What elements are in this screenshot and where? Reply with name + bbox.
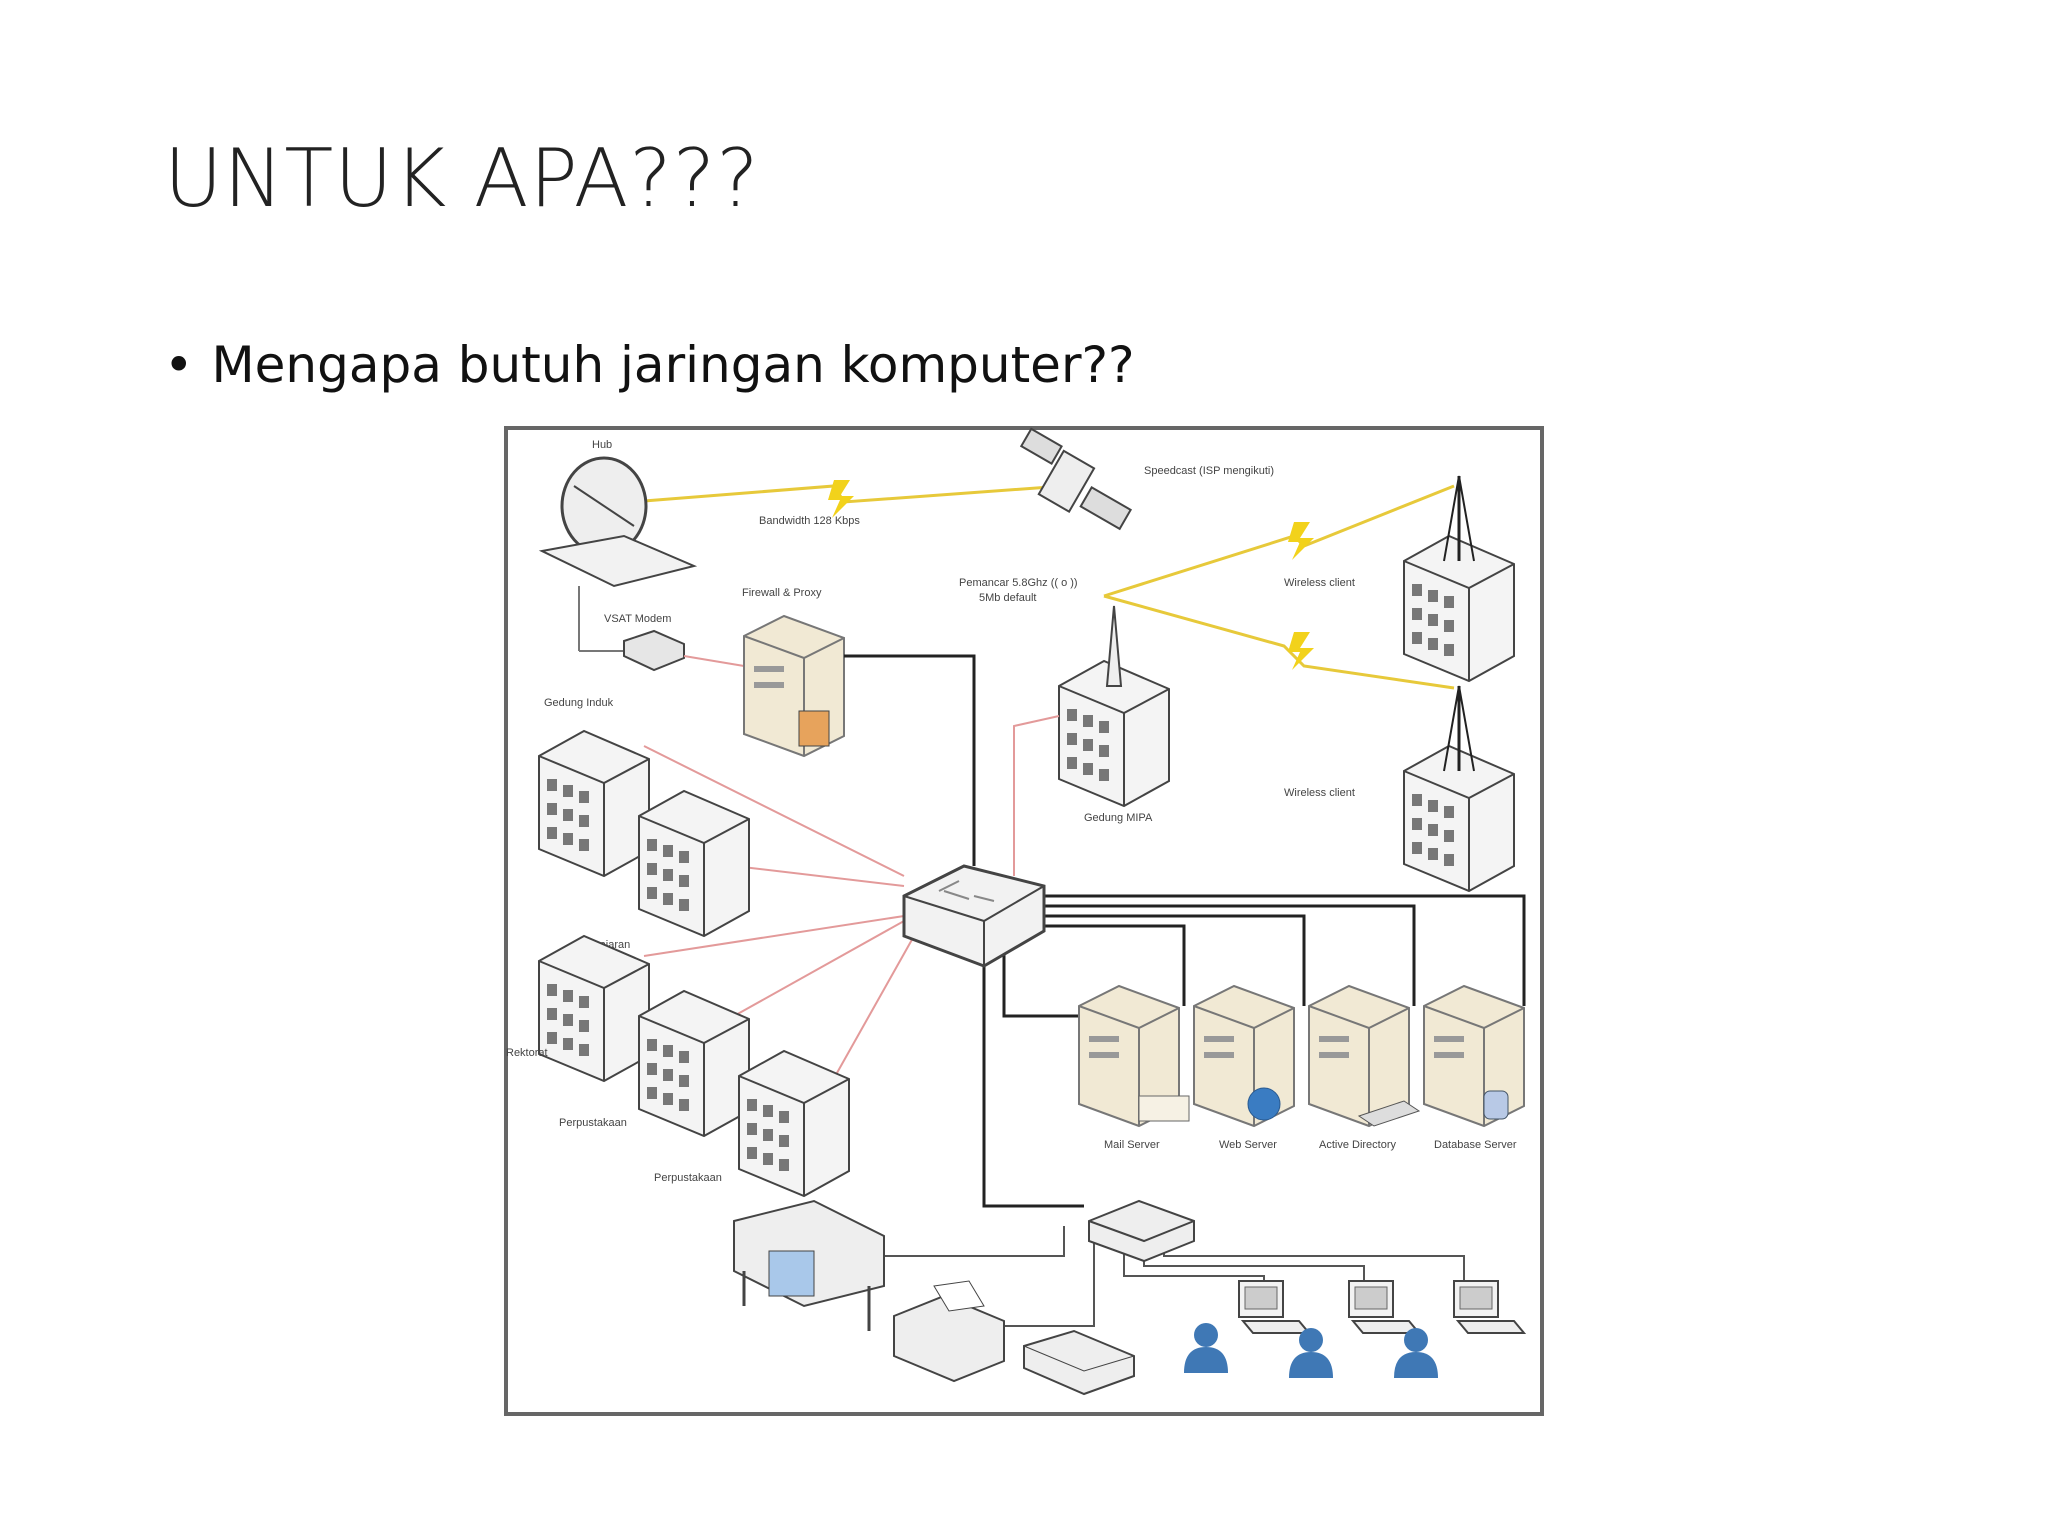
slide-title: UNTUK APA??? [164, 132, 760, 225]
label-mail-server: Mail Server [1104, 1139, 1160, 1151]
label-hub: Hub [592, 439, 612, 451]
label-gedung-mipa: Gedung MIPA [1084, 812, 1153, 824]
scanner-icon [1023, 1329, 1135, 1396]
core-switch-icon [902, 864, 1046, 968]
satellite-dish-icon: Hub [538, 439, 698, 588]
label-wireless-client-1: Wireless client [1284, 577, 1355, 589]
label-radio-2: 5Mb default [979, 592, 1036, 604]
label-rektorat: Rektorat [506, 1047, 548, 1059]
label-radio: Pemancar 5.8Ghz (( o )) [959, 577, 1078, 589]
wireless-link-2 [1103, 594, 1455, 690]
database-server-icon [1423, 985, 1525, 1127]
label-vsat-modem: VSAT Modem [604, 613, 671, 625]
label-database-server: Database Server [1434, 1139, 1517, 1151]
vsat-modem-icon [623, 629, 685, 672]
gedung-mipa-tower-building [1058, 605, 1170, 807]
access-switch-icon [1088, 1199, 1195, 1263]
building-gedung-2 [638, 790, 750, 937]
mail-server-icon [1078, 985, 1190, 1127]
label-firewall-proxy: Firewall & Proxy [742, 587, 822, 599]
bullet-dot: • [164, 336, 194, 394]
satellite-icon [1019, 427, 1133, 531]
label-perpustakaan-1: Perpustakaan [559, 1117, 627, 1129]
black-connection-lines [844, 654, 1526, 1208]
printer-icon [893, 1280, 1005, 1383]
label-wireless-client-2: Wireless client [1284, 787, 1355, 799]
lightning-icon [828, 480, 854, 518]
network-diagram-svg: Hub Bandwidth 128 Kbps Speedcast (ISP me… [504, 426, 1544, 1416]
red-connection-lines [643, 715, 1060, 1097]
wireless-client-building-1 [1403, 475, 1515, 682]
network-diagram: Hub Bandwidth 128 Kbps Speedcast (ISP me… [504, 426, 1544, 1416]
web-server-icon [1193, 985, 1295, 1127]
bullet-text: Mengapa butuh jaringan komputer?? [211, 336, 1135, 394]
building-rektorat-2 [638, 990, 750, 1137]
label-perpustakaan-2: Perpustakaan [654, 1172, 722, 1184]
building-gedung-1 [538, 730, 650, 877]
building-rektorat-1 [538, 935, 650, 1082]
label-satellite-link: Bandwidth 128 Kbps [759, 515, 860, 527]
lightning-icon-3 [1288, 632, 1314, 670]
plotter-icon [733, 1199, 885, 1331]
firewall-proxy-server-icon [743, 615, 845, 757]
label-gedung: Gedung Induk [544, 697, 614, 709]
label-web-server: Web Server [1219, 1139, 1277, 1151]
building-perpustakaan [738, 1050, 850, 1197]
active-directory-server-icon [1308, 985, 1421, 1127]
label-speedcast: Speedcast (ISP mengikuti) [1144, 465, 1274, 477]
lightning-icon-2 [1288, 522, 1314, 560]
bullet-item: • Mengapa butuh jaringan komputer?? [164, 336, 1135, 394]
wireless-client-building-2 [1403, 685, 1515, 892]
label-active-directory: Active Directory [1319, 1139, 1397, 1151]
